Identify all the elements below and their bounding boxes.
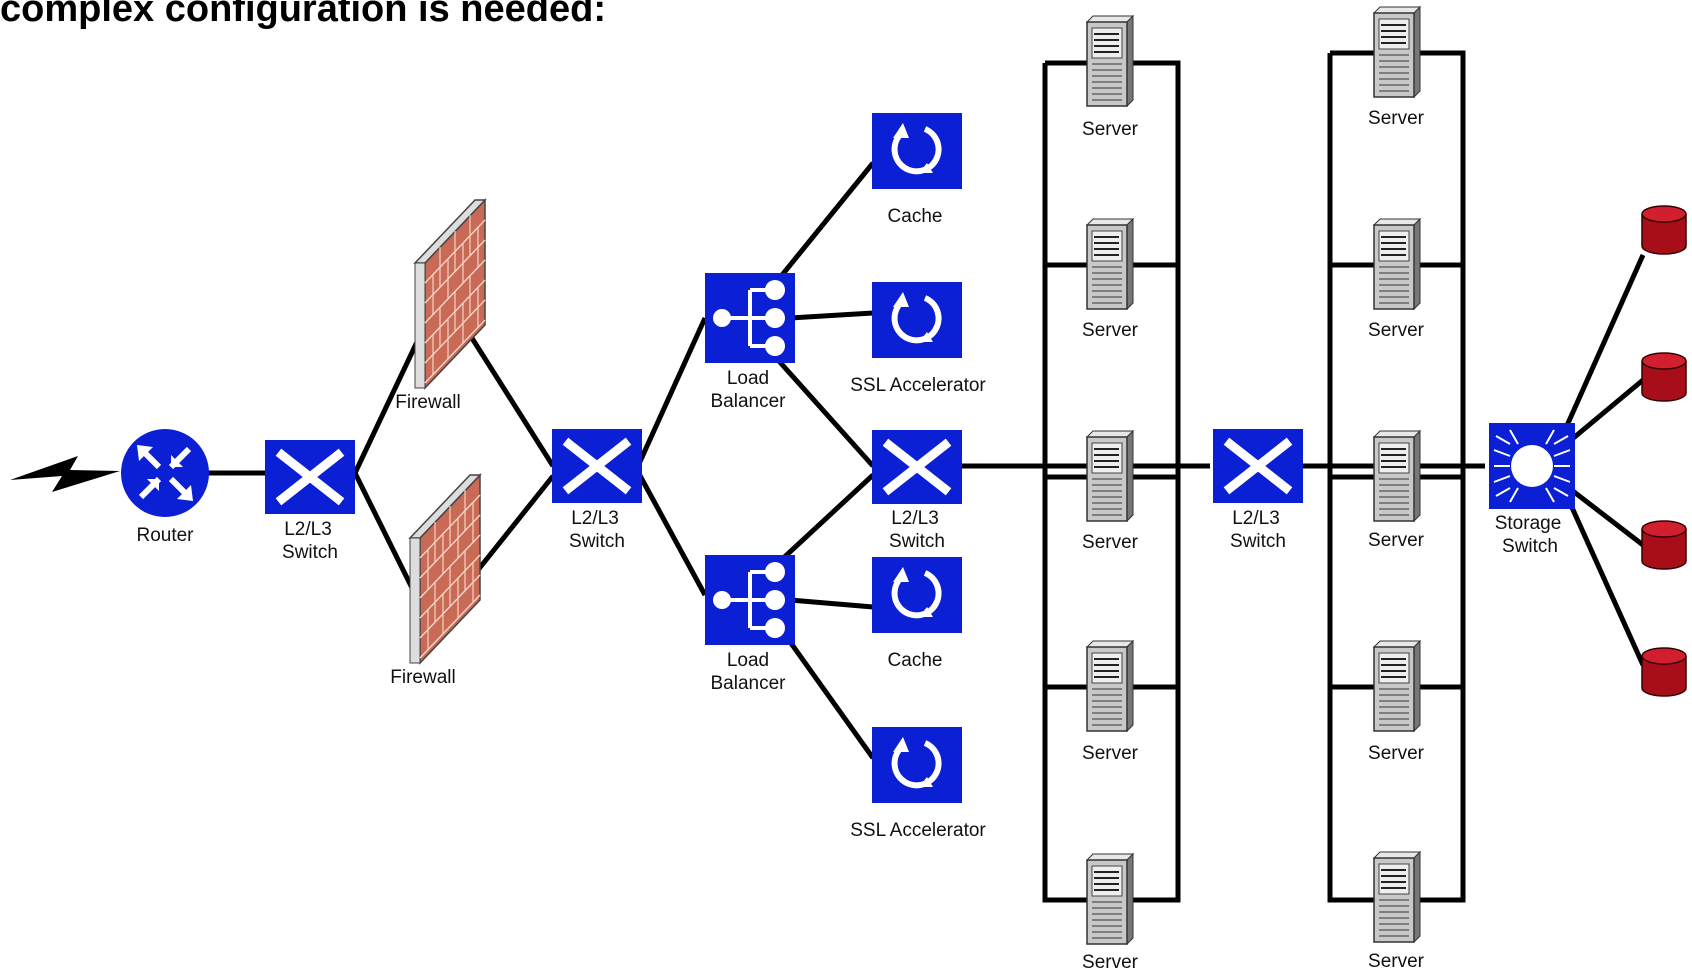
server-icon bbox=[1373, 851, 1421, 943]
firewall-top-label: Firewall bbox=[395, 392, 460, 413]
lb-bottom-label-line2: Balancer bbox=[711, 673, 787, 694]
switch-icon bbox=[265, 440, 355, 514]
server-right-2-label: Server bbox=[1368, 320, 1425, 341]
firewall-top[interactable] bbox=[414, 199, 486, 389]
l2-l3-switch-4[interactable] bbox=[1213, 429, 1303, 503]
switch-4-label-line1: L2/L3 bbox=[1232, 508, 1280, 529]
lightning-icon bbox=[10, 456, 120, 492]
server-icon bbox=[1373, 430, 1421, 522]
server-right-3[interactable] bbox=[1373, 430, 1421, 522]
lb-top-label-line1: Load bbox=[727, 368, 769, 389]
page-title: complex configuration is needed: bbox=[0, 0, 606, 30]
server-right-4-label: Server bbox=[1368, 743, 1425, 764]
firewall-bottom[interactable] bbox=[409, 474, 481, 664]
switch-3-label-line1: L2/L3 bbox=[891, 508, 939, 529]
disk-icon bbox=[1641, 647, 1687, 697]
server-left-3[interactable] bbox=[1086, 430, 1134, 522]
cache-bottom-label: Cache bbox=[888, 650, 943, 671]
load-balancer-icon bbox=[703, 271, 797, 365]
cache-top[interactable] bbox=[872, 113, 962, 189]
load-balancer-icon bbox=[703, 553, 797, 647]
storage-disk-1[interactable] bbox=[1641, 205, 1687, 255]
cache-bottom[interactable] bbox=[872, 557, 962, 633]
storage-switch-label-line2: Switch bbox=[1502, 536, 1558, 557]
server-left-1-label: Server bbox=[1082, 119, 1139, 140]
switch-2-label-line1: L2/L3 bbox=[571, 508, 619, 529]
load-balancer-top[interactable] bbox=[703, 271, 797, 365]
server-right-1-label: Server bbox=[1368, 108, 1425, 129]
server-left-2[interactable] bbox=[1086, 218, 1134, 310]
server-left-1[interactable] bbox=[1086, 15, 1134, 107]
storage-disk-4[interactable] bbox=[1641, 647, 1687, 697]
server-icon bbox=[1086, 640, 1134, 732]
server-right-5-label: Server bbox=[1368, 951, 1425, 970]
server-icon bbox=[1373, 6, 1421, 98]
ssl-bottom-label: SSL Accelerator bbox=[850, 820, 986, 841]
server-icon bbox=[1086, 15, 1134, 107]
lb-bottom-label-line1: Load bbox=[727, 650, 769, 671]
disk-icon bbox=[1641, 352, 1687, 402]
server-left-3-label: Server bbox=[1082, 532, 1139, 553]
cache-icon bbox=[872, 557, 962, 633]
disk-icon bbox=[1641, 520, 1687, 570]
storage-disk-3[interactable] bbox=[1641, 520, 1687, 570]
disk-icon bbox=[1641, 205, 1687, 255]
ssl-accelerator-bottom[interactable] bbox=[872, 727, 962, 803]
storage-switch[interactable] bbox=[1489, 423, 1575, 509]
server-right-1[interactable] bbox=[1373, 6, 1421, 98]
server-right-4[interactable] bbox=[1373, 640, 1421, 732]
storage-switch-label-line1: Storage bbox=[1495, 513, 1562, 534]
server-icon bbox=[1373, 218, 1421, 310]
server-icon bbox=[1086, 218, 1134, 310]
l2-l3-switch-1[interactable] bbox=[265, 440, 355, 514]
switch-2-label-line2: Switch bbox=[569, 531, 625, 552]
ssl-accelerator-top[interactable] bbox=[872, 282, 962, 358]
switch-3-label-line2: Switch bbox=[889, 531, 945, 552]
lb-top-label-line2: Balancer bbox=[711, 391, 787, 412]
server-left-4[interactable] bbox=[1086, 640, 1134, 732]
server-left-5[interactable] bbox=[1086, 853, 1134, 945]
cache-top-label: Cache bbox=[888, 206, 943, 227]
switch-icon bbox=[872, 430, 962, 504]
router[interactable] bbox=[121, 429, 209, 517]
l2-l3-switch-2[interactable] bbox=[552, 429, 642, 503]
server-left-5-label: Server bbox=[1082, 952, 1139, 970]
switch-1-label-line2: Switch bbox=[282, 542, 338, 563]
switch-icon bbox=[552, 429, 642, 503]
ssl-top-label: SSL Accelerator bbox=[850, 375, 986, 396]
ssl-accelerator-icon bbox=[872, 282, 962, 358]
load-balancer-bottom[interactable] bbox=[703, 553, 797, 647]
switch-icon bbox=[1213, 429, 1303, 503]
server-right-2[interactable] bbox=[1373, 218, 1421, 310]
router-icon bbox=[121, 429, 209, 517]
l2-l3-switch-3[interactable] bbox=[872, 430, 962, 504]
cache-icon bbox=[872, 113, 962, 189]
firewall-icon bbox=[414, 199, 486, 389]
ssl-accelerator-icon bbox=[872, 727, 962, 803]
server-icon bbox=[1086, 430, 1134, 522]
server-icon bbox=[1086, 853, 1134, 945]
firewall-icon bbox=[409, 474, 481, 664]
server-left-2-label: Server bbox=[1082, 320, 1139, 341]
switch-1-label-line1: L2/L3 bbox=[284, 519, 332, 540]
firewall-bottom-label: Firewall bbox=[390, 667, 455, 688]
server-icon bbox=[1373, 640, 1421, 732]
server-left-4-label: Server bbox=[1082, 743, 1139, 764]
router-label: Router bbox=[136, 525, 194, 546]
server-right-3-label: Server bbox=[1368, 530, 1425, 551]
server-right-5[interactable] bbox=[1373, 851, 1421, 943]
switch-4-label-line2: Switch bbox=[1230, 531, 1286, 552]
storage-disk-2[interactable] bbox=[1641, 352, 1687, 402]
